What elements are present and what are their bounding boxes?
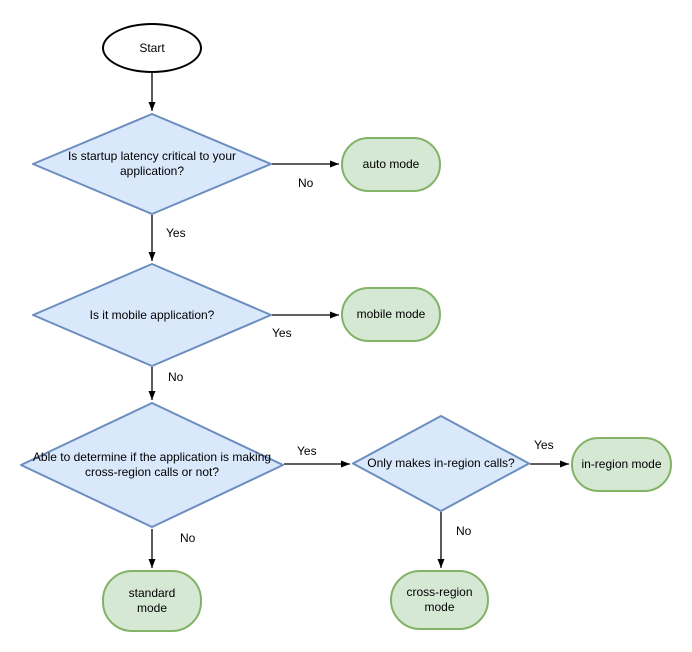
edge-label-crossq-yes: Yes [297, 444, 317, 458]
node-mobile-mode-label: mobile mode [356, 307, 426, 321]
node-standard-mode-label: standard mode [128, 586, 176, 615]
node-decision-in-region: Only makes in-region calls? [352, 415, 530, 512]
edge-label-latency-yes: Yes [166, 226, 186, 240]
diamond-shape [20, 402, 284, 528]
node-start: Start [102, 23, 202, 73]
node-decision-mobile-label: Is it mobile application? [89, 307, 215, 322]
node-decision-startup-latency-label: Is startup latency critical to your appl… [67, 149, 237, 178]
node-decision-cross-region: Able to determine if the application is … [20, 402, 284, 528]
diamond-shape [32, 263, 272, 367]
node-in-region-mode-label: in-region mode [581, 457, 662, 471]
edge-label-inregionq-yes: Yes [534, 438, 554, 452]
node-decision-cross-region-label: Able to determine if the application is … [32, 450, 272, 479]
node-in-region-mode: in-region mode [571, 437, 672, 492]
node-auto-mode: auto mode [341, 137, 441, 192]
node-decision-startup-latency: Is startup latency critical to your appl… [32, 113, 272, 215]
node-mobile-mode: mobile mode [341, 287, 441, 342]
node-start-label: Start [139, 40, 165, 55]
node-cross-region-mode-label: cross-region mode [406, 585, 473, 614]
edge-label-inregionq-no: No [456, 524, 472, 538]
edge-label-crossq-no: No [180, 531, 196, 545]
node-cross-region-mode: cross-region mode [390, 570, 489, 630]
edge-label-latency-no: No [298, 176, 314, 190]
node-auto-mode-label: auto mode [362, 157, 420, 171]
edge-label-mobileq-no: No [168, 370, 184, 384]
diamond-shape [352, 415, 530, 512]
node-decision-in-region-label: Only makes in-region calls? [367, 456, 515, 470]
diamond-shape [32, 113, 272, 215]
node-decision-mobile: Is it mobile application? [32, 263, 272, 367]
node-standard-mode: standard mode [102, 570, 202, 632]
edge-label-mobileq-yes: Yes [272, 326, 292, 340]
